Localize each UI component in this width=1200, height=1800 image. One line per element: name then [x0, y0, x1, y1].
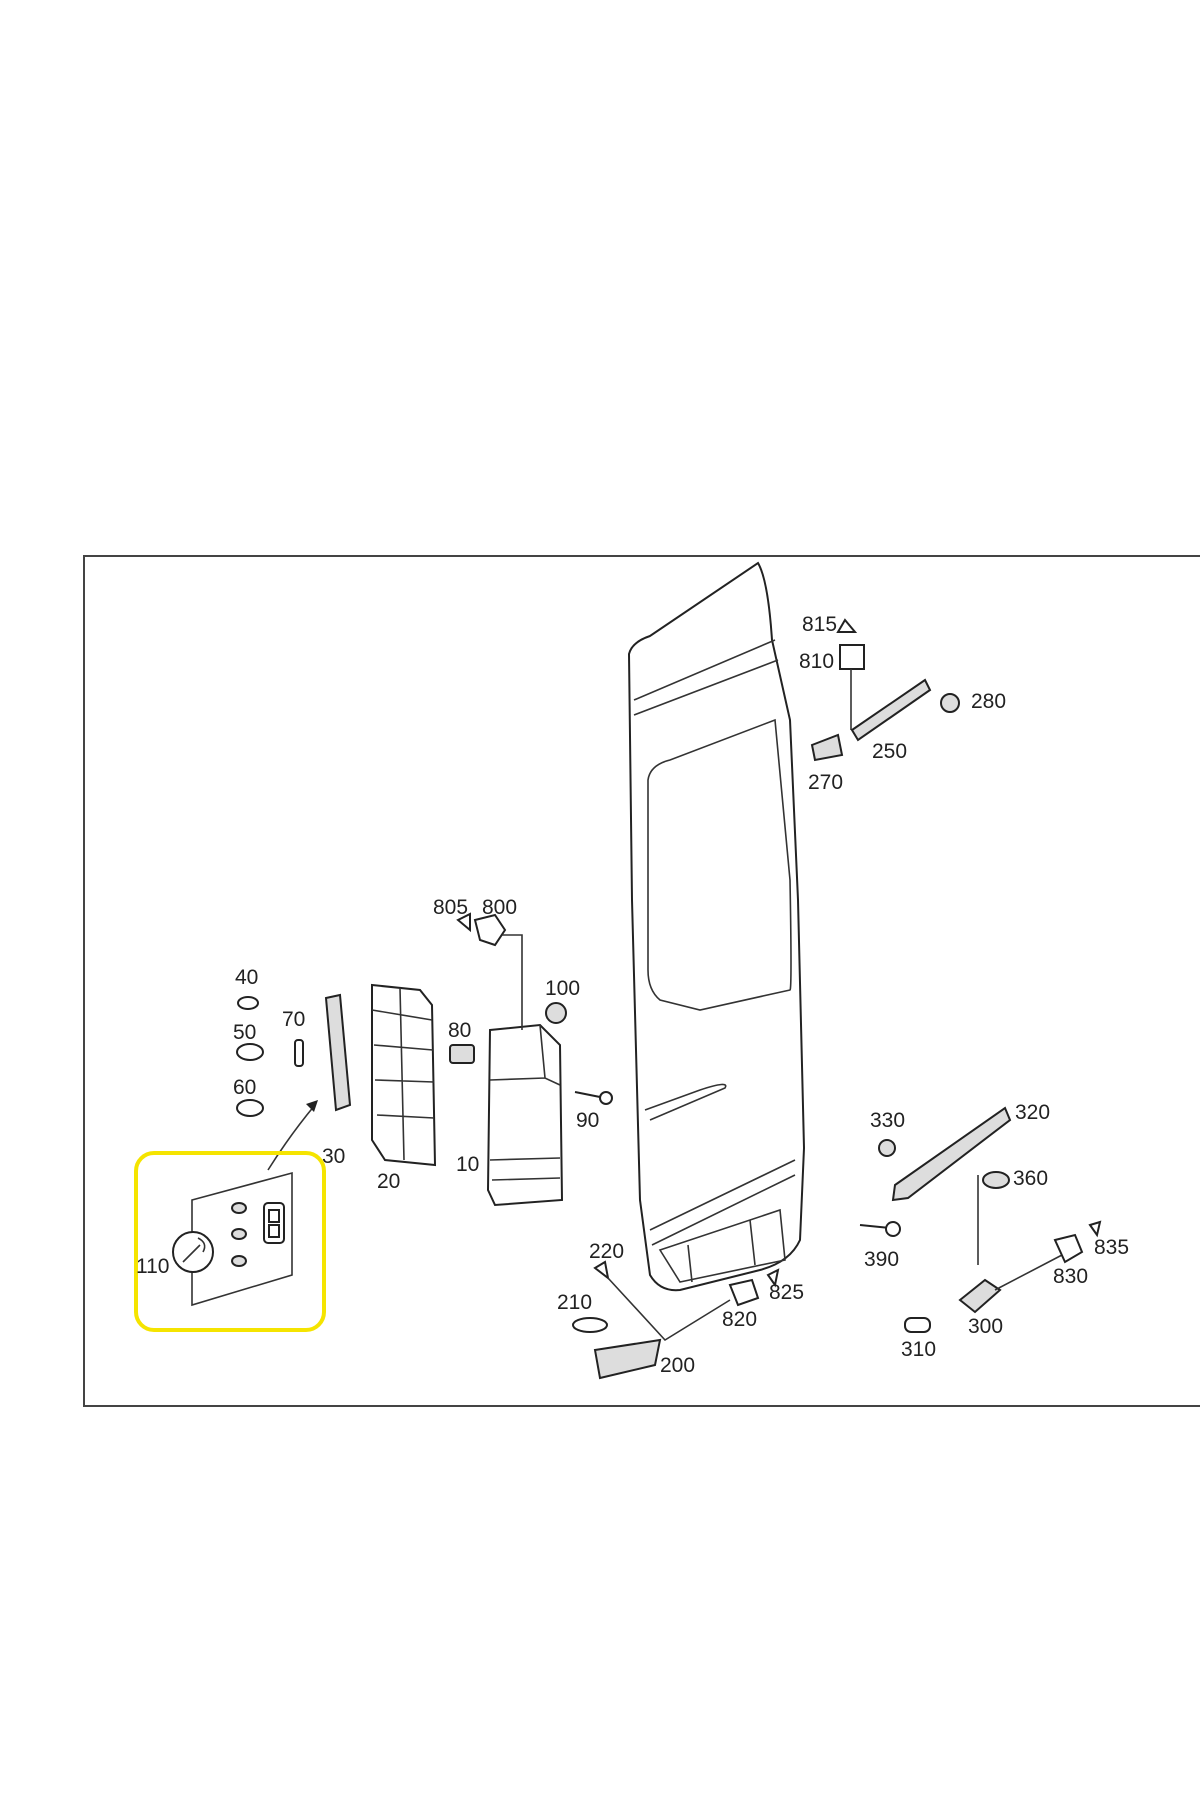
rear-door	[627, 561, 806, 1292]
label-10: 10	[456, 1153, 479, 1176]
arrow-indicator	[267, 1104, 316, 1171]
label-40: 40	[235, 966, 258, 989]
label-320: 320	[1015, 1101, 1050, 1124]
label-220: 220	[589, 1240, 624, 1263]
label-360: 360	[1013, 1167, 1048, 1190]
label-30: 30	[322, 1145, 345, 1168]
label-90: 90	[576, 1109, 599, 1132]
label-330: 330	[870, 1109, 905, 1132]
label-200: 200	[660, 1354, 695, 1377]
label-390: 390	[864, 1248, 899, 1271]
label-60: 60	[233, 1076, 256, 1099]
label-820: 820	[722, 1308, 757, 1331]
tail-lamp-10	[486, 1023, 564, 1207]
label-100: 100	[545, 977, 580, 1000]
bulbs	[236, 912, 613, 1117]
label-310: 310	[901, 1338, 936, 1361]
bulb-holder-30	[324, 993, 352, 1112]
label-270: 270	[808, 771, 843, 794]
label-815: 815	[802, 613, 837, 636]
third-brake-light-parts	[810, 618, 960, 762]
repair-kit-110	[172, 1171, 293, 1307]
label-800: 800	[482, 896, 517, 919]
label-300: 300	[968, 1315, 1003, 1338]
tail-lamp-20	[371, 983, 437, 1167]
label-50: 50	[233, 1021, 256, 1044]
label-70: 70	[282, 1008, 305, 1031]
label-810: 810	[799, 650, 834, 673]
handle-and-plate-light-parts	[572, 1106, 1102, 1380]
label-805: 805	[433, 896, 468, 919]
label-110: 110	[136, 1255, 169, 1278]
label-280: 280	[971, 690, 1006, 713]
label-250: 250	[872, 740, 907, 763]
label-835: 835	[1094, 1236, 1129, 1259]
label-830: 830	[1053, 1265, 1088, 1288]
label-825: 825	[769, 1281, 804, 1304]
highlight-box	[134, 1151, 326, 1332]
label-20: 20	[377, 1170, 400, 1193]
label-80: 80	[448, 1019, 471, 1042]
label-210: 210	[557, 1291, 592, 1314]
